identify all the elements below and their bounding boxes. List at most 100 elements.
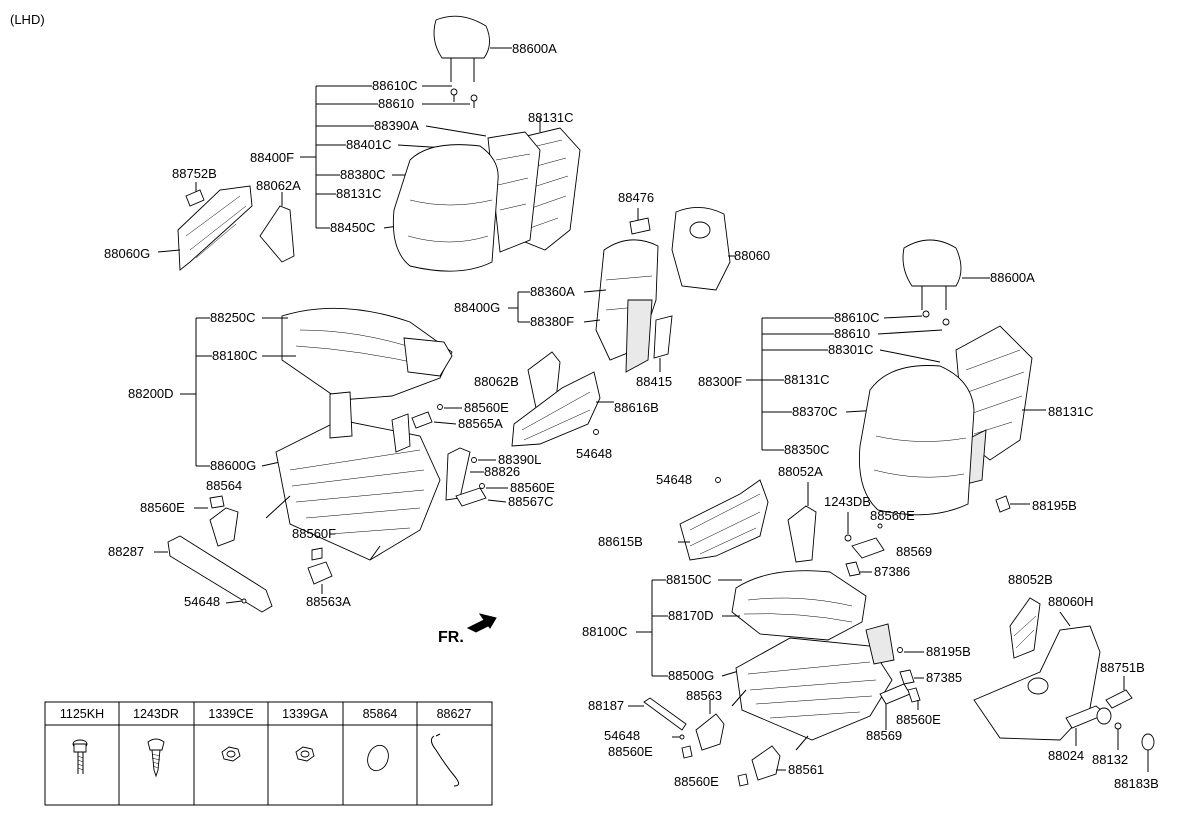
- part-label: 88390L: [498, 452, 541, 467]
- leader-88100C: [636, 579, 743, 677]
- headrest-right: [902, 239, 990, 310]
- part-label: 88569: [896, 544, 932, 559]
- part-label: 88600G: [210, 458, 256, 473]
- part-label: 88450C: [330, 220, 376, 235]
- part-label: 88187: [588, 698, 624, 713]
- part-label: 88287: [108, 544, 144, 559]
- part-label: 88170D: [668, 608, 714, 623]
- table-header: 1125KH: [60, 707, 104, 721]
- ring-icon: [367, 744, 389, 772]
- part-label: 88560E: [510, 480, 555, 495]
- seatback-cushion-right: [858, 365, 975, 516]
- direction-label: FR.: [438, 629, 464, 646]
- bolt-icon: [72, 739, 88, 774]
- part-label: 88370C: [792, 404, 838, 419]
- front-direction-marker: FR.: [438, 613, 497, 646]
- part-label: 87385: [926, 670, 962, 685]
- part-label: 88560E: [140, 500, 185, 515]
- part-label: 88060H: [1048, 594, 1094, 609]
- fastener-table: 1125KH 1243DR 1339CE 1339GA 85864 88627: [44, 701, 493, 806]
- seat-cushion-88100C: [731, 570, 867, 641]
- part-label: 88024: [1048, 748, 1084, 763]
- part-label: 88560E: [464, 400, 509, 415]
- part-label: 88250C: [210, 310, 256, 325]
- part-label: 88751B: [1100, 660, 1145, 675]
- part-label: 88380C: [340, 167, 386, 182]
- part-label: 88052A: [778, 464, 823, 479]
- side-panel-88615B: [678, 479, 769, 561]
- part-label: 88600A: [512, 41, 557, 56]
- part-label: 88616B: [614, 400, 659, 415]
- bracket-88052A: [787, 482, 817, 563]
- part-label: 54648: [604, 728, 640, 743]
- seatback-frame-top: [487, 118, 581, 253]
- seat-track-frame-left: [265, 391, 441, 561]
- part-label: 88563A: [306, 594, 351, 609]
- part-label: 88360A: [530, 284, 575, 299]
- part-label: 88752B: [172, 166, 217, 181]
- part-label: 88610: [834, 326, 870, 341]
- leader-88300F: [746, 315, 943, 451]
- part-label: 88561: [788, 762, 824, 777]
- part-label: 88563: [686, 688, 722, 703]
- seatback-cushion-top: [392, 144, 499, 272]
- seat-cushion-88200D: [281, 307, 453, 401]
- part-label: 88380F: [530, 314, 574, 329]
- part-label: 88052B: [1008, 572, 1053, 587]
- bar-88287: [154, 535, 273, 613]
- table-header: 88627: [437, 707, 472, 721]
- part-label: 88600A: [990, 270, 1035, 285]
- part-label: 54648: [576, 446, 612, 461]
- part-label: 1243DB: [824, 494, 871, 509]
- part-label: 88131C: [1048, 404, 1094, 419]
- clip-icon: [430, 733, 460, 787]
- part-label: 88564: [206, 478, 242, 493]
- part-label: 88610: [378, 96, 414, 111]
- part-label: 88131C: [528, 110, 574, 125]
- part-label: 88400G: [454, 300, 500, 315]
- part-label: 88560E: [608, 744, 653, 759]
- part-label: 88200D: [128, 386, 174, 401]
- table-header: 1339GA: [282, 707, 329, 721]
- part-label: 88301C: [828, 342, 874, 357]
- part-label: 88401C: [346, 137, 392, 152]
- part-label: 54648: [656, 472, 692, 487]
- part-label: 88390A: [374, 118, 419, 133]
- part-label: 88826: [484, 464, 520, 479]
- screw-icon: [147, 738, 165, 778]
- nut-icon: [295, 746, 315, 762]
- part-label: 88195B: [1032, 498, 1077, 513]
- part-label: 88180C: [212, 348, 258, 363]
- table-header: 85864: [363, 707, 398, 721]
- table-header: 1339CE: [208, 707, 253, 721]
- rod-88187: [628, 697, 687, 731]
- side-trim-88060G: [157, 185, 253, 271]
- part-label: 88300F: [698, 374, 742, 389]
- part-label: 88150C: [666, 572, 712, 587]
- bracket-88564: [194, 495, 239, 547]
- part-label: 87386: [874, 564, 910, 579]
- handle-88024: [1065, 705, 1112, 746]
- bracket-88561: [751, 745, 786, 781]
- bracket-88563A: [307, 547, 333, 594]
- back-panel-88400G: [595, 239, 659, 373]
- leader-88200D: [180, 317, 296, 467]
- headrest-top: [433, 15, 512, 82]
- back-board-88060: [671, 207, 736, 291]
- part-label: 88565A: [458, 416, 503, 431]
- table-header: 1243DR: [133, 707, 179, 721]
- nut-icon: [221, 746, 241, 762]
- side-bracket-88062B: [527, 351, 561, 409]
- part-label: 88500G: [668, 668, 714, 683]
- part-label: 88560F: [292, 526, 336, 541]
- part-label: 88062B: [474, 374, 519, 389]
- part-label: 88183B: [1114, 776, 1159, 791]
- part-label: 88569: [866, 728, 902, 743]
- part-label: 88560E: [870, 508, 915, 523]
- part-label: 88610C: [372, 78, 418, 93]
- part-label: 88060: [734, 248, 770, 263]
- part-label: 88350C: [784, 442, 830, 457]
- bracket-88563: [695, 700, 725, 751]
